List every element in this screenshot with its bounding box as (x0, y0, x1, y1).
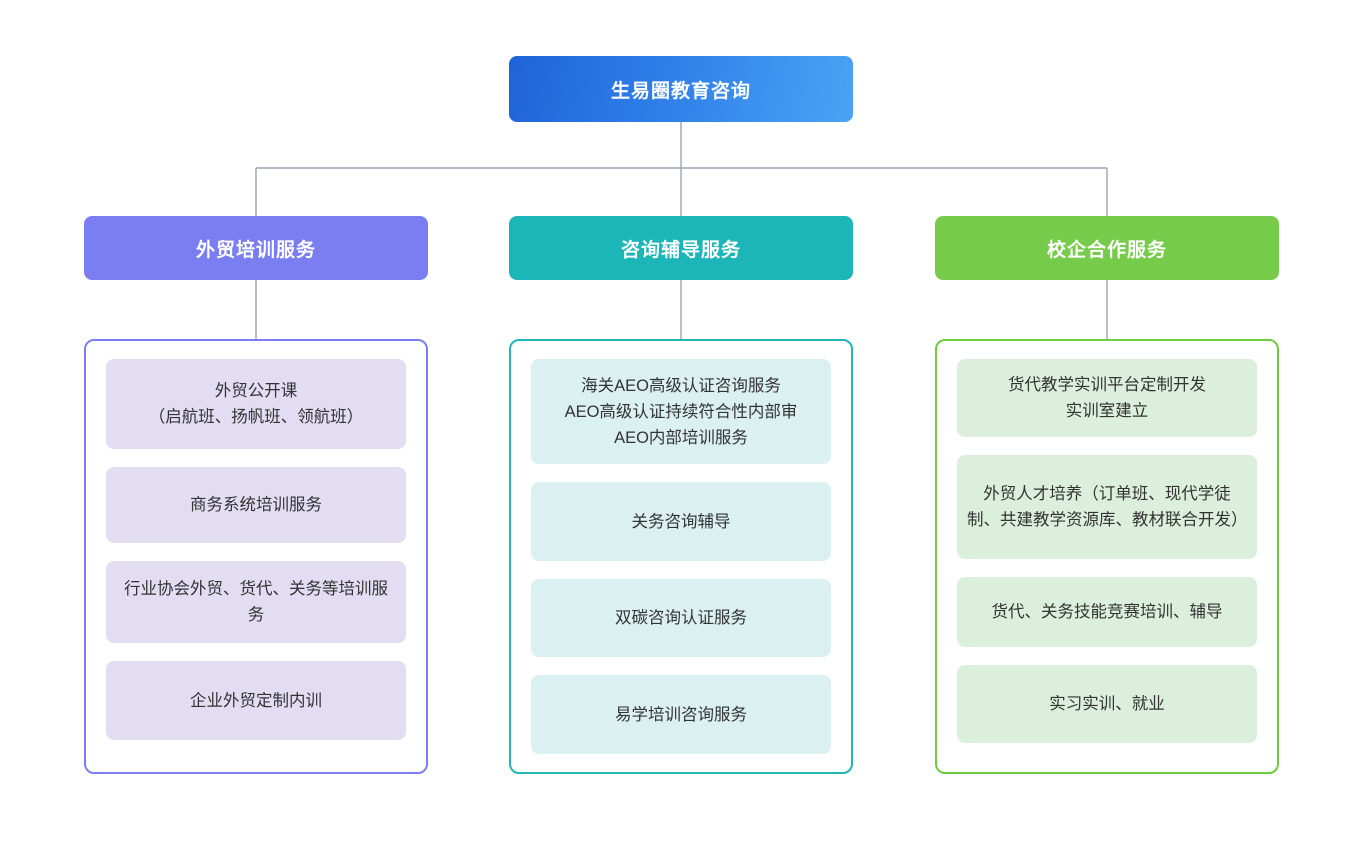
service-item[interactable]: 外贸人才培养（订单班、现代学徒制、共建教学资源库、教材联合开发） (957, 455, 1257, 559)
service-item[interactable]: 货代、关务技能竞赛培训、辅导 (957, 577, 1257, 647)
column-header-label: 外贸培训服务 (195, 239, 316, 261)
service-item[interactable]: 企业外贸定制内训 (106, 661, 406, 740)
service-item[interactable]: 行业协会外贸、货代、关务等培训服务 (106, 561, 406, 643)
group-box-waimao-peixun: 外贸公开课 （启航班、扬帆班、领航班） 商务系统培训服务 行业协会外贸、货代、关… (84, 339, 428, 774)
group-box-zixun-fudao: 海关AEO高级认证咨询服务 AEO高级认证持续符合性内部审 AEO内部培训服务 … (509, 339, 853, 774)
root-node-label: 生易圈教育咨询 (610, 80, 751, 102)
column-header-label: 咨询辅导服务 (620, 239, 741, 261)
service-item[interactable]: 海关AEO高级认证咨询服务 AEO高级认证持续符合性内部审 AEO内部培训服务 (531, 359, 831, 465)
group-box-xiaoqi-hezuo: 货代教学实训平台定制开发 实训室建立 外贸人才培养（订单班、现代学徒制、共建教学… (935, 339, 1279, 774)
column-header-xiaoqi-hezuo[interactable]: 校企合作服务 (935, 216, 1279, 280)
root-node[interactable]: 生易圈教育咨询 (509, 56, 853, 122)
service-item[interactable]: 外贸公开课 （启航班、扬帆班、领航班） (106, 359, 406, 449)
service-item[interactable]: 双碳咨询认证服务 (531, 578, 831, 658)
service-item[interactable]: 商务系统培训服务 (106, 467, 406, 543)
service-item[interactable]: 货代教学实训平台定制开发 实训室建立 (957, 359, 1257, 437)
column-header-waimao-peixun[interactable]: 外贸培训服务 (84, 216, 428, 280)
column-header-label: 校企合作服务 (1046, 239, 1167, 261)
service-item[interactable]: 实习实训、就业 (957, 665, 1257, 743)
column-header-zixun-fudao[interactable]: 咨询辅导服务 (509, 216, 853, 280)
service-item[interactable]: 易学培训咨询服务 (531, 675, 831, 754)
service-item[interactable]: 关务咨询辅导 (531, 482, 831, 561)
